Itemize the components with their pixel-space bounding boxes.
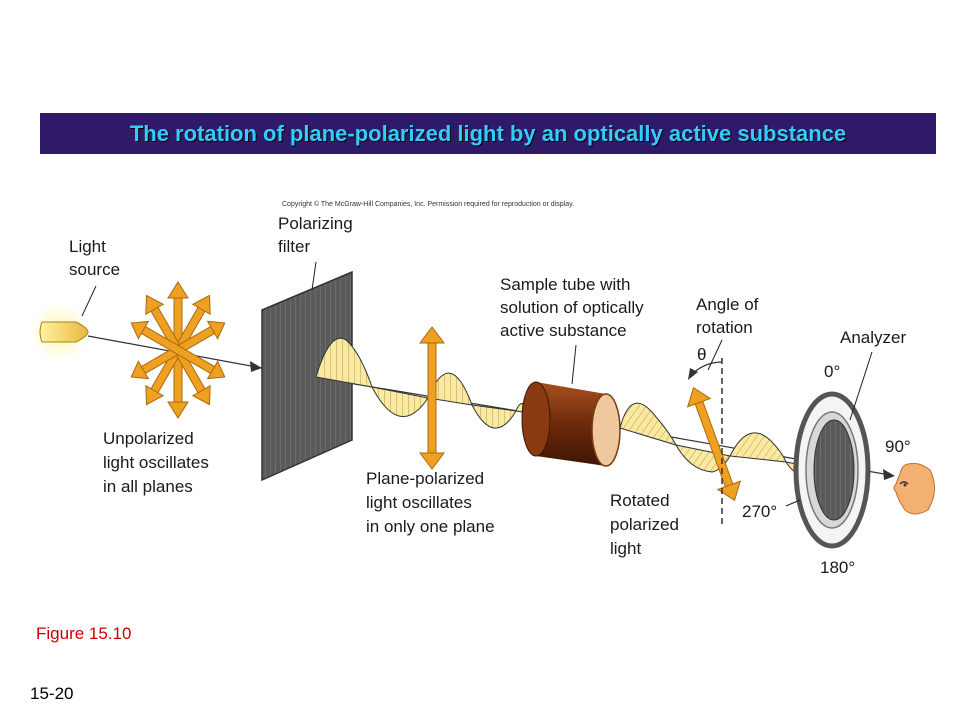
polarizing-filter-label-1: Polarizing	[278, 214, 353, 233]
vertical-polarization-arrow-icon	[419, 326, 445, 470]
polarizing-filter	[261, 270, 353, 482]
unpolarized-label-3: in all planes	[103, 477, 193, 496]
rotated-label-1: Rotated	[610, 491, 670, 510]
copyright-notice: Copyright © The McGraw-Hill Companies, I…	[282, 200, 574, 208]
polarizing-filter-label-2: filter	[278, 237, 310, 256]
beam-arrowhead-icon	[250, 361, 262, 372]
title-bar: The rotation of plane-polarized light by…	[40, 113, 936, 154]
rotated-label-3: light	[610, 539, 641, 558]
observer-face-icon	[893, 462, 935, 515]
polarizing-filter-pointer	[311, 261, 317, 291]
sample-tube-pointer	[571, 344, 577, 385]
sample-tube-label-3: active substance	[500, 321, 627, 340]
theta-symbol: θ	[697, 345, 706, 364]
unpolarized-label-1: Unpolarized	[103, 429, 194, 448]
degree-270-label: 270°	[742, 502, 777, 521]
degree-270-pointer	[785, 499, 801, 507]
angle-of-rotation-label-2: rotation	[696, 318, 753, 337]
rotated-polarization-arrow-icon	[686, 386, 742, 502]
beam-end-arrowhead-icon	[883, 469, 895, 480]
plane-polarized-label-3: in only one plane	[366, 517, 495, 536]
light-bulb-icon	[30, 302, 90, 362]
angle-label-pointer	[707, 339, 723, 371]
analyzer	[793, 391, 871, 549]
light-source-label-1: Light	[69, 237, 106, 256]
plane-polarized-label-2: light oscillates	[366, 493, 472, 512]
degree-180-label: 180°	[820, 558, 855, 577]
degree-0-label: 0°	[824, 362, 840, 381]
slide-number: 15-20	[30, 684, 74, 703]
degree-90-label: 90°	[885, 437, 911, 456]
figure-label: Figure 15.10	[36, 624, 132, 643]
plane-polarized-label-1: Plane-polarized	[366, 469, 484, 488]
light-source-label-2: source	[69, 260, 120, 279]
unpolarized-arrows-icon	[130, 281, 226, 419]
slide-title: The rotation of plane-polarized light by…	[129, 121, 847, 146]
angle-arrowhead-icon	[688, 368, 698, 380]
rotated-label-2: polarized	[610, 515, 679, 534]
light-source-pointer	[81, 285, 97, 317]
unpolarized-label-2: light oscillates	[103, 453, 209, 472]
analyzer-label: Analyzer	[840, 328, 906, 347]
sample-tube	[521, 381, 621, 467]
analyzer-pointer	[849, 351, 873, 421]
sample-tube-label-2: solution of optically	[500, 298, 644, 317]
sample-tube-label-1: Sample tube with	[500, 275, 630, 294]
angle-of-rotation-label-1: Angle of	[696, 295, 759, 314]
